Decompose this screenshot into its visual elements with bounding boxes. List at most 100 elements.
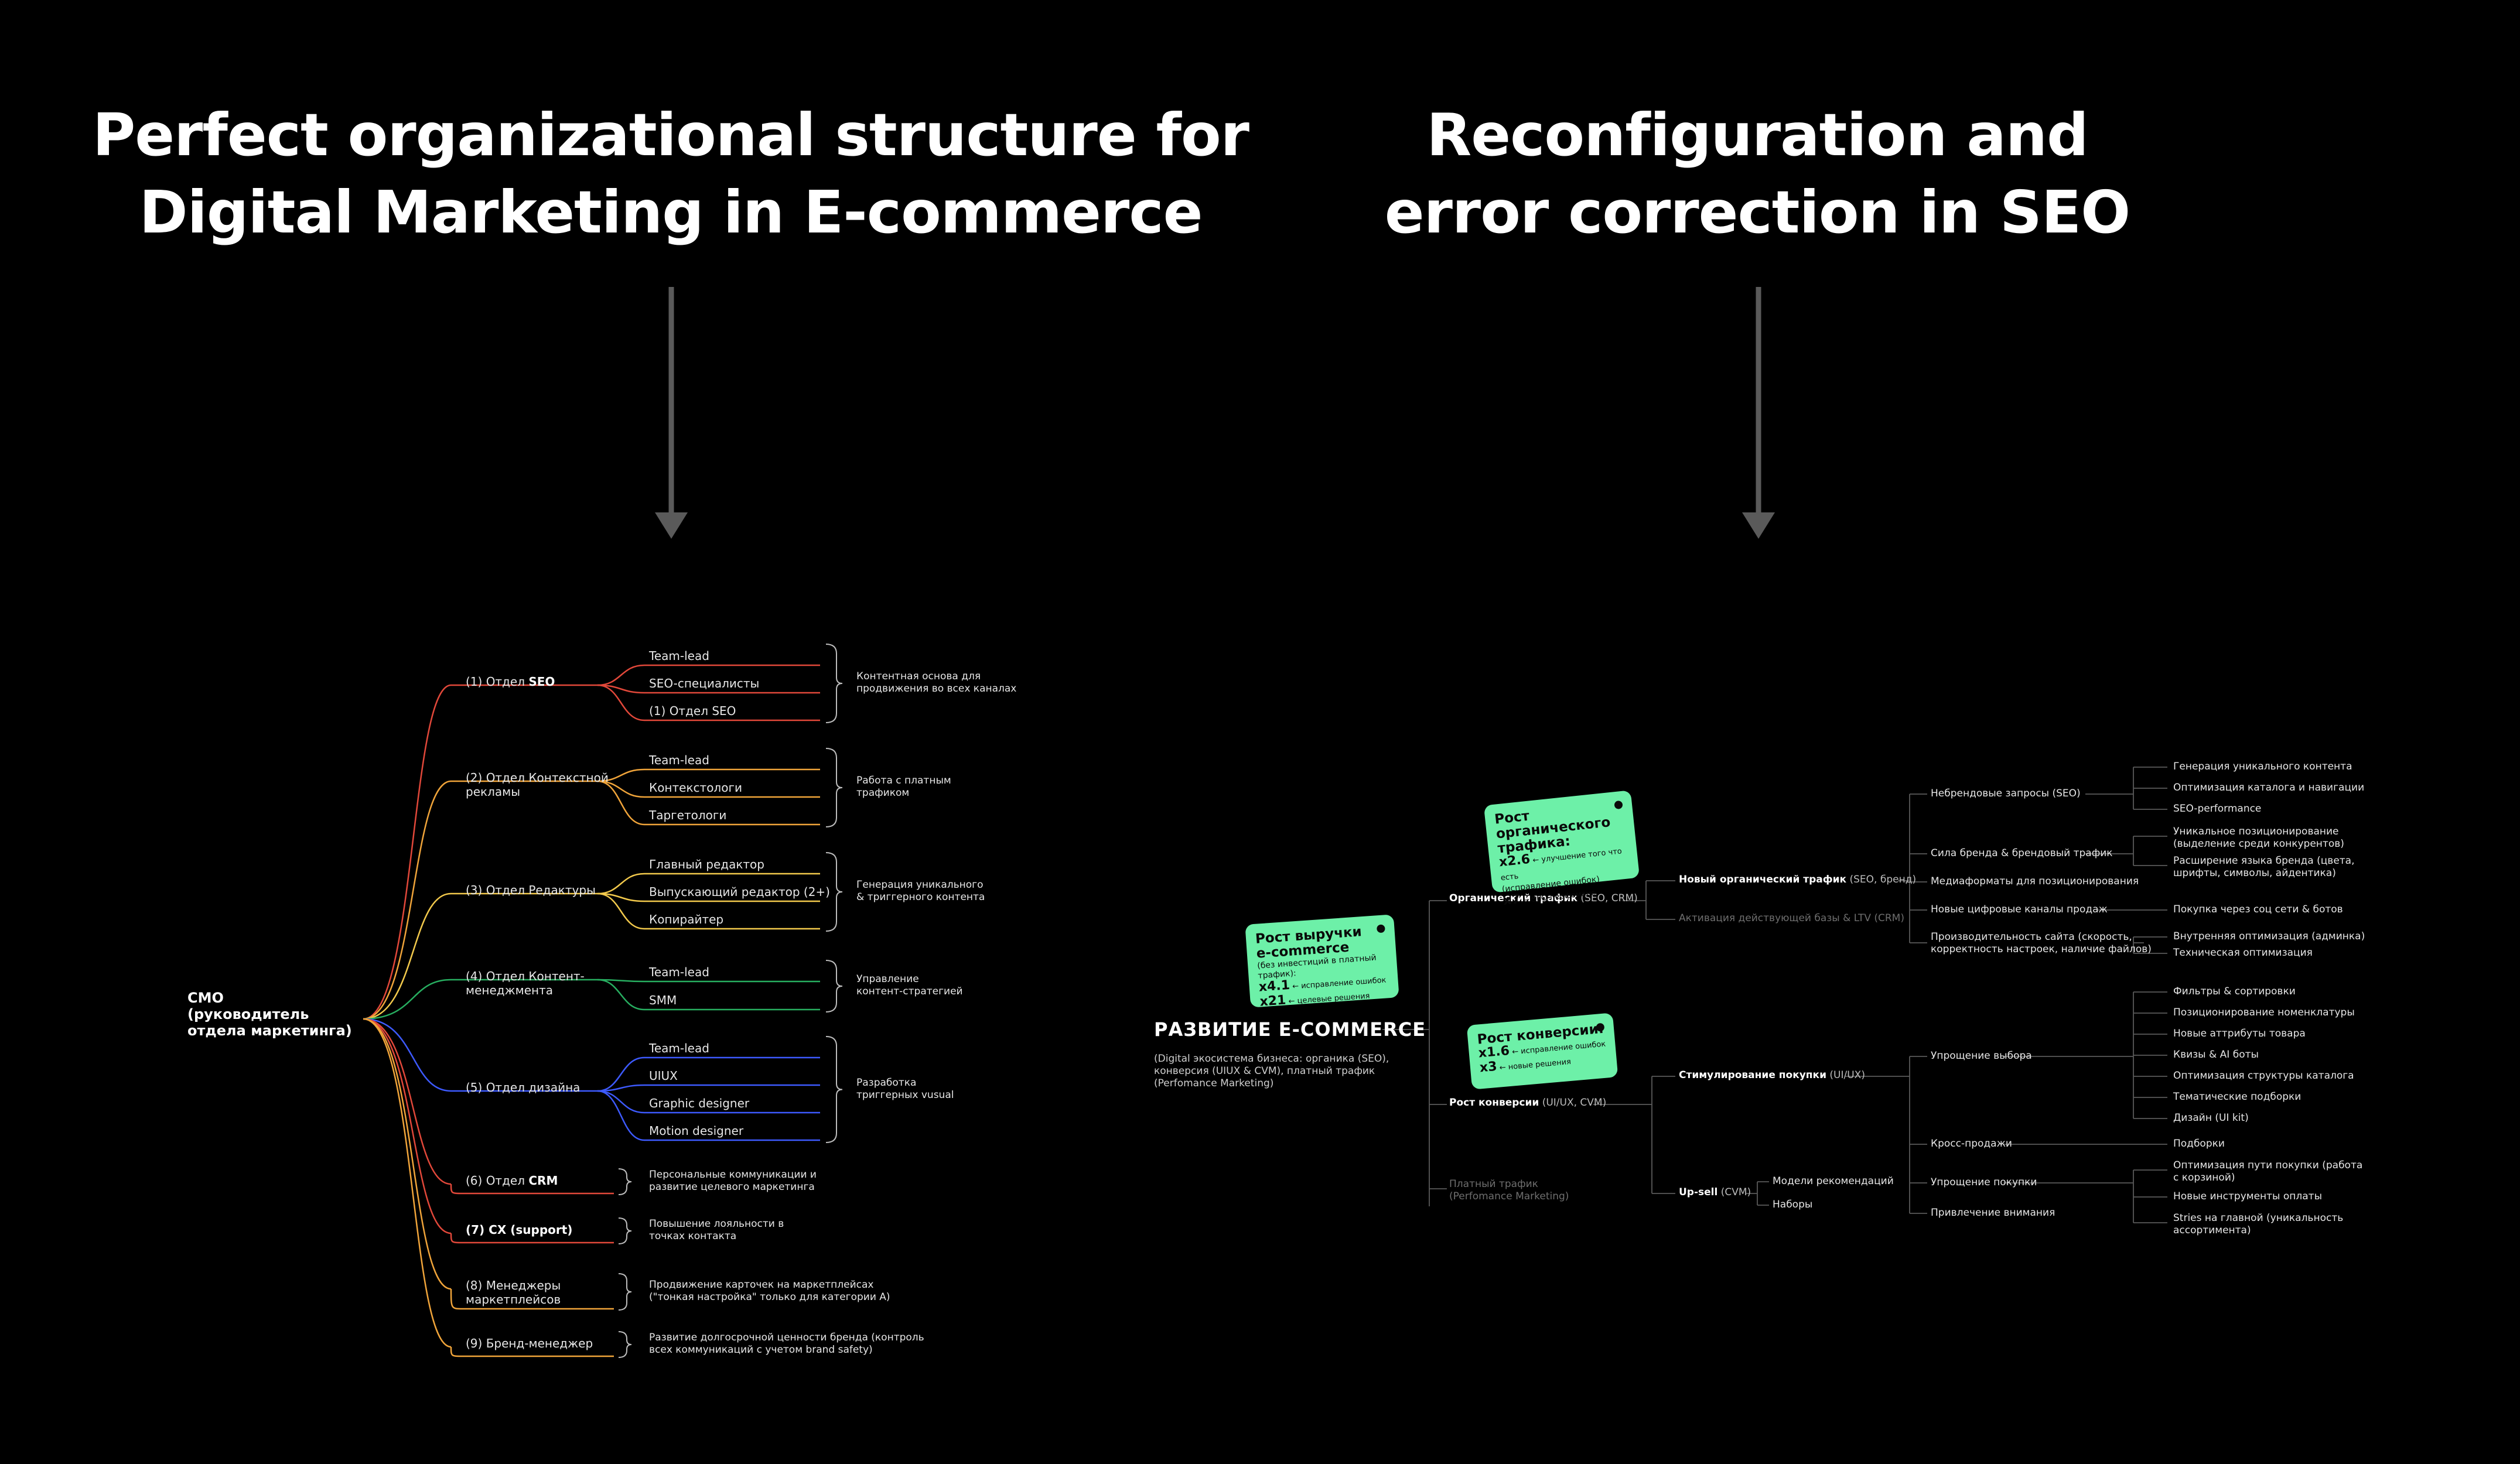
department-label-line: (6) Отдел CRM	[466, 1174, 558, 1188]
seo-leaf: Техническая оптимизация	[2173, 947, 2313, 959]
text-span: Стимулирование покупки	[1679, 1069, 1827, 1081]
upsell-item: Наборы	[1773, 1199, 1812, 1211]
text-span: (CVM)	[1717, 1186, 1751, 1198]
note-line: Работа с платным	[856, 775, 951, 787]
organic-activation: Активация действующей базы & LTV (CRM)	[1679, 912, 1904, 925]
factor-line: корректность настроек, наличие файлов)	[1931, 943, 2152, 956]
text-span: (9) Бренд-менеджер	[466, 1336, 593, 1350]
team-member-line	[597, 684, 820, 721]
text-span: Генерация уникального	[856, 879, 984, 891]
seo-leaf: SEO-performance	[2173, 803, 2261, 815]
text-span: продвижения во всех каналах	[856, 683, 1017, 695]
note-line: Разработка	[856, 1077, 954, 1089]
text-span: Выпускающий редактор (2+)	[649, 885, 830, 899]
department-label-7: (7) CX (support)	[466, 1223, 572, 1237]
team-member-label: Team-lead	[649, 753, 709, 767]
seo-factor: Небрендовые запросы (SEO)	[1931, 788, 2081, 800]
text-span: с корзиной)	[2173, 1172, 2235, 1183]
org-dept-underline	[450, 1233, 614, 1244]
stim-leaf: Оптимизация структуры каталога	[2173, 1070, 2354, 1082]
factor-line: Новые цифровые каналы продаж	[1931, 904, 2108, 916]
team-member-line	[597, 1056, 820, 1092]
seo-root-description: (Digital экосистема бизнеса: органика (S…	[1154, 1053, 1389, 1089]
text-span: (8) Менеджеры	[466, 1278, 561, 1292]
text-span: Активация действующей базы	[1679, 912, 1840, 924]
text-span: (UI/UX)	[1826, 1069, 1865, 1081]
team-member-label: SMM	[649, 993, 677, 1007]
text-span: корректность настроек, наличие файлов)	[1931, 943, 2152, 955]
text-span: Генерация уникального контента	[2173, 761, 2352, 772]
text-span: Небрендовые запросы (SEO)	[1931, 788, 2081, 799]
team-member-label: Team-lead	[649, 965, 709, 979]
text-span: Оптимизация каталога и навигации	[2173, 782, 2365, 793]
text-span: Новый органический трафик	[1679, 874, 1847, 885]
leaf-line: Квизы & AI боты	[2173, 1049, 2259, 1061]
text-span: Персональные коммуникации и	[649, 1169, 817, 1181]
team-member-label: Таргетологи	[649, 808, 726, 822]
team-member-label: Team-lead	[649, 649, 709, 663]
leaf-line: Позиционирование номенклатуры	[2173, 1007, 2355, 1019]
text-span: Контентная основа для	[856, 671, 981, 682]
note-line: ("тонкая настройка" только для категории…	[649, 1291, 890, 1304]
team-member-label: UIUX	[649, 1069, 678, 1083]
stim-leaf: Фильтры & сортировки	[2173, 986, 2296, 998]
team-member-line	[597, 873, 820, 895]
department-label-line: рекламы	[466, 785, 609, 799]
seo-factor: Новые цифровые каналы продаж	[1931, 904, 2108, 916]
team-member-line	[597, 1090, 820, 1141]
note-line: трафиком	[856, 787, 951, 799]
org-branch-line	[363, 780, 452, 1020]
text-span: Производительность сайта (скорость,	[1931, 931, 2132, 943]
text-span: Разработка	[856, 1076, 917, 1089]
team-member-label: Выпускающий редактор (2+)	[649, 885, 830, 899]
text-span: (1) Отдел	[466, 675, 529, 689]
text-span: SMM	[649, 993, 677, 1007]
text-span: Главный редактор	[649, 857, 764, 871]
department-label-line: (1) Отдел SEO	[466, 675, 555, 689]
text-span: (SEO, CRM)	[1577, 892, 1638, 904]
text-span: (6) Отдел	[466, 1174, 529, 1188]
stim-leaf: Квизы & AI боты	[2173, 1049, 2259, 1061]
branch-paid-traffic: Платный трафик(Perfomance Marketing)	[1449, 1178, 1569, 1203]
text-span: ("тонкая настройка" только для категории…	[649, 1291, 890, 1303]
text-span: рекламы	[466, 785, 520, 799]
text-span: (4) Отдел Контент-	[466, 969, 585, 983]
stim-leaf: Подборки	[2173, 1138, 2225, 1150]
org-dept-underline	[450, 1288, 614, 1310]
text-span: & триггерного контента	[856, 891, 985, 903]
seo-leaf: Уникальное позиционирование(выделение ср…	[2173, 826, 2344, 850]
note-line: Персональные коммуникации и	[649, 1169, 817, 1181]
text-span: SEO	[528, 675, 555, 689]
text-span: x21	[1259, 993, 1287, 1010]
note-line: Управление	[856, 973, 963, 986]
factor-line: Небрендовые запросы (SEO)	[1931, 788, 2081, 800]
leaf-line: Дизайн (UI kit)	[2173, 1112, 2249, 1124]
upsell-item: Модели рекомендаций	[1773, 1175, 1894, 1188]
note-brace	[825, 1036, 843, 1143]
text-span: UIUX	[649, 1069, 678, 1083]
text-span: Покупка через соц сети & ботов	[2173, 904, 2343, 915]
text-span: трафиком	[856, 787, 910, 799]
stim-leaf: Новые аттрибуты товара	[2173, 1028, 2306, 1040]
note-line: Продвижение карточек на маркетплейсах	[649, 1279, 890, 1291]
leaf-line: (выделение среди конкурентов)	[2173, 838, 2344, 850]
paid-line: Платный трафик	[1449, 1178, 1569, 1191]
stim-factor: Кросс-продажи	[1931, 1138, 2012, 1150]
leaf-line: Расширение языка бренда (цвета,	[2173, 855, 2355, 867]
text-span: Медиаформаты для позиционирования	[1931, 875, 2139, 887]
leaf-line: Фильтры & сортировки	[2173, 986, 2296, 998]
leaf-line: Новые аттрибуты товара	[2173, 1028, 2306, 1040]
text-span: x4.1	[1258, 977, 1290, 995]
department-label-line: (3) Отдел Редактуры	[466, 883, 596, 897]
text-span: Новые цифровые каналы продаж	[1931, 904, 2108, 915]
text-span: Упрощение выбора	[1931, 1050, 2032, 1062]
text-span: Таргетологи	[649, 808, 727, 822]
department-label-9: (9) Бренд-менеджер	[466, 1336, 593, 1350]
team-member-line	[597, 780, 820, 826]
